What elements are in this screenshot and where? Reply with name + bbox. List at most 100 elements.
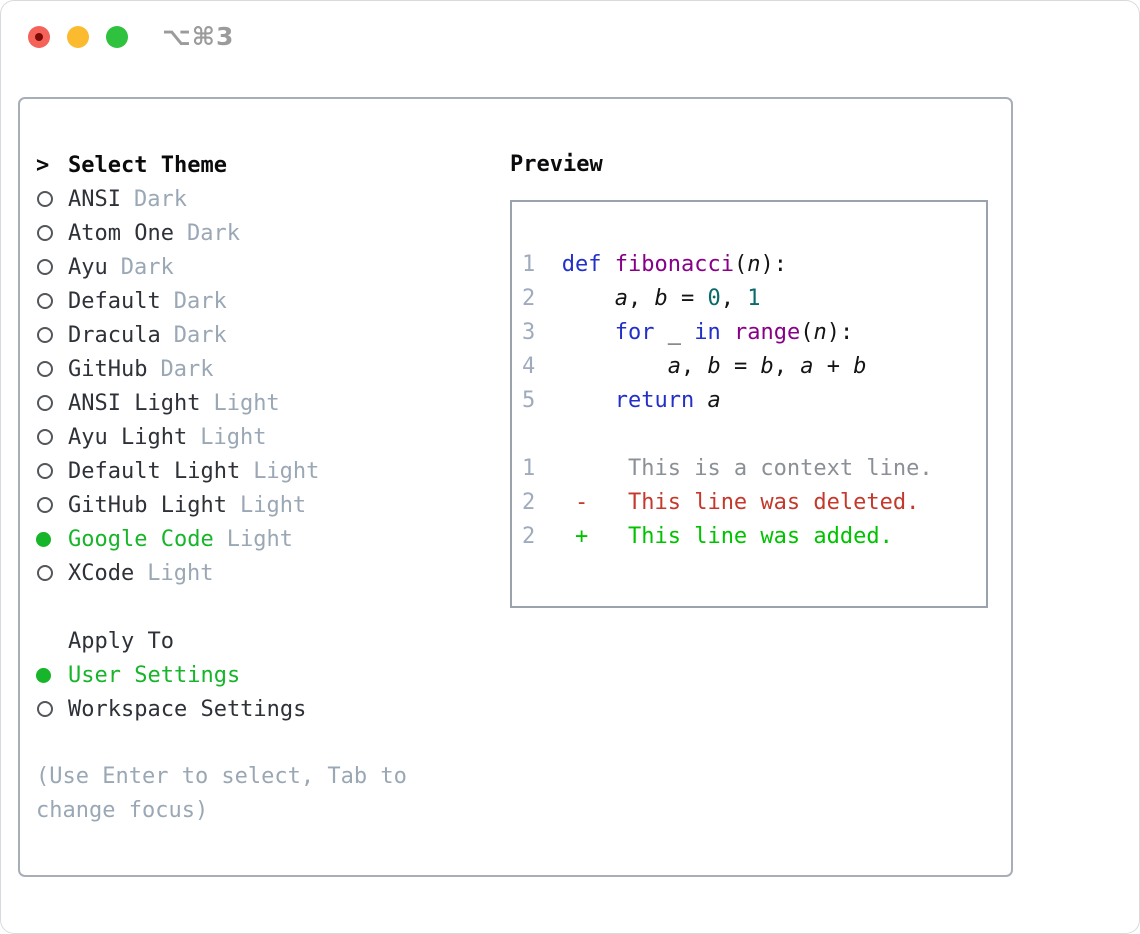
radio-icon — [36, 225, 68, 241]
theme-option-default-light[interactable]: Default Light Light — [36, 454, 460, 488]
code-segment-fn: range — [733, 320, 801, 345]
radio-icon — [36, 497, 68, 513]
empty-circle-icon — [37, 463, 53, 479]
line-number: 2 — [522, 524, 562, 549]
line-number: 2 — [522, 490, 562, 515]
preview-section: Preview 1 def fibonacci(n):2 a, b = 0, 1… — [510, 148, 988, 608]
code-segment-ctx: This is a context line. — [561, 456, 933, 481]
radio-icon — [36, 429, 68, 445]
unsaved-indicator-dot — [35, 33, 43, 41]
apply-to-header-row: Apply To — [36, 624, 460, 658]
theme-name: Default Light — [68, 458, 241, 484]
theme-variant-label: Dark — [160, 356, 214, 382]
empty-circle-icon — [37, 497, 53, 513]
code-segment-var: b — [760, 354, 774, 379]
apply-option-label: User Settings — [68, 662, 241, 688]
line-number: 5 — [522, 388, 562, 413]
empty-circle-icon — [37, 293, 53, 309]
theme-variant-label: Light — [147, 560, 214, 586]
theme-name: Google Code — [68, 526, 214, 552]
code-segment-plain — [562, 354, 668, 379]
apply-to-title: Apply To — [68, 628, 174, 654]
preview-line: 2 + This line was added. — [522, 520, 986, 554]
radio-icon — [36, 293, 68, 309]
spacer — [36, 726, 460, 760]
theme-name: ANSI Light — [68, 390, 201, 416]
radio-selected-icon — [36, 667, 68, 683]
theme-variant-label: Dark — [173, 322, 227, 348]
theme-variant-label: Dark — [186, 220, 240, 246]
code-segment-plain: , — [627, 286, 655, 311]
select-theme-title: Select Theme — [68, 152, 227, 178]
line-number: 4 — [522, 354, 562, 379]
maximize-button[interactable] — [106, 26, 128, 48]
radio-icon — [36, 259, 68, 275]
preview-line: 4 a, b = b, a + b — [522, 350, 986, 384]
code-segment-plain: ): — [826, 320, 854, 345]
code-segment-plain: + — [813, 354, 854, 379]
code-segment-var: n — [747, 252, 761, 277]
line-number: 1 — [522, 456, 562, 481]
preview-title: Preview — [510, 152, 603, 177]
code-segment-plain: _ — [654, 320, 695, 345]
preview-line: 1 def fibonacci(n): — [522, 248, 986, 282]
theme-variant-label: Light — [239, 492, 307, 518]
line-number: 3 — [522, 320, 562, 345]
theme-option-github-light[interactable]: GitHub Light Light — [36, 488, 460, 522]
minimize-button[interactable] — [67, 26, 89, 48]
code-segment-plain — [562, 286, 615, 311]
apply-option-workspace-settings[interactable]: Workspace Settings — [36, 692, 460, 726]
code-segment-plain — [562, 388, 615, 413]
help-text: (Use Enter to select, Tab to change focu… — [36, 764, 407, 823]
empty-circle-icon — [37, 225, 53, 241]
preview-line: 2 a, b = 0, 1 — [522, 282, 986, 316]
empty-circle-icon — [37, 259, 53, 275]
theme-name: GitHub Light — [68, 492, 227, 518]
theme-variant-label: Dark — [133, 186, 187, 212]
theme-variant-label: Light — [253, 458, 320, 484]
code-segment-fn: fibonacci — [614, 252, 734, 277]
theme-name: Ayu Light — [68, 424, 188, 450]
radio-icon — [36, 191, 68, 207]
apply-option-user-settings[interactable]: User Settings — [36, 658, 460, 692]
preview-line: 3 for _ in range(n): — [522, 316, 986, 350]
code-segment-plain: , — [680, 354, 708, 379]
code-segment-plain — [721, 320, 734, 345]
apply-option-label: Workspace Settings — [68, 696, 307, 722]
empty-circle-icon — [37, 701, 53, 717]
spacer — [36, 590, 460, 624]
empty-circle-icon — [37, 191, 53, 207]
code-segment-kw: for — [614, 320, 655, 345]
code-segment-kw: return — [614, 388, 708, 413]
code-segment-var: b — [654, 286, 668, 311]
line-number: 2 — [522, 286, 562, 311]
radio-icon — [36, 463, 68, 479]
code-segment-plain: ( — [800, 320, 814, 345]
theme-option-atom-one[interactable]: Atom One Dark — [36, 216, 460, 250]
select-theme-header-row: > Select Theme — [36, 148, 460, 182]
empty-circle-icon — [37, 565, 53, 581]
code-segment-plain: , — [773, 354, 801, 379]
code-segment-var: b — [853, 354, 867, 379]
code-segment-plain: = — [667, 286, 708, 311]
code-segment-var: a — [707, 388, 721, 413]
code-segment-del: - This line was deleted. — [561, 490, 920, 515]
window-title: ⌥⌘3 — [162, 22, 235, 51]
theme-name: Atom One — [68, 220, 174, 246]
close-button[interactable] — [28, 26, 50, 48]
empty-circle-icon — [37, 361, 53, 377]
